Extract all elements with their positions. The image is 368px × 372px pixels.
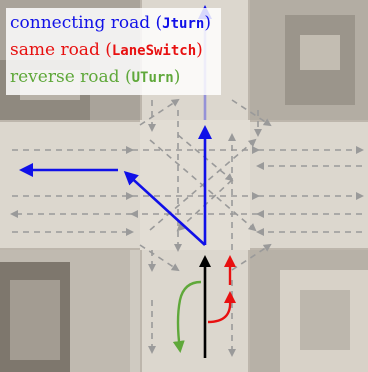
lane-arrow bbox=[139, 98, 180, 126]
legend-reverse-close: ) bbox=[173, 67, 181, 87]
legend-same-road: same road (LaneSwitch) bbox=[10, 37, 211, 64]
legend-same-close: ) bbox=[196, 40, 203, 60]
legend-reverse-keyword: UTurn bbox=[131, 70, 174, 86]
u-turn-arrow bbox=[172, 280, 202, 353]
legend-reverse-label: reverse road ( bbox=[10, 67, 132, 87]
lane-switch-arrow bbox=[207, 291, 236, 324]
lane-arrow bbox=[139, 244, 180, 272]
legend-connecting-keyword: Jturn bbox=[162, 16, 205, 32]
lane-arrow bbox=[231, 99, 272, 127]
legend-connecting-label: connecting road ( bbox=[10, 13, 163, 33]
legend-connecting-close: ) bbox=[204, 13, 211, 33]
legend-same-keyword: LaneSwitch bbox=[111, 43, 197, 59]
legend-connecting-road: connecting road (Jturn) bbox=[10, 10, 211, 37]
connecting-arrow-diagonal bbox=[123, 170, 206, 246]
legend-reverse-road: reverse road (UTurn) bbox=[10, 64, 211, 91]
lane-arrow bbox=[231, 243, 272, 271]
legend-same-label: same road ( bbox=[10, 40, 112, 60]
lane-arrow bbox=[149, 139, 257, 232]
legend: connecting road (Jturn) same road (LaneS… bbox=[6, 8, 221, 95]
